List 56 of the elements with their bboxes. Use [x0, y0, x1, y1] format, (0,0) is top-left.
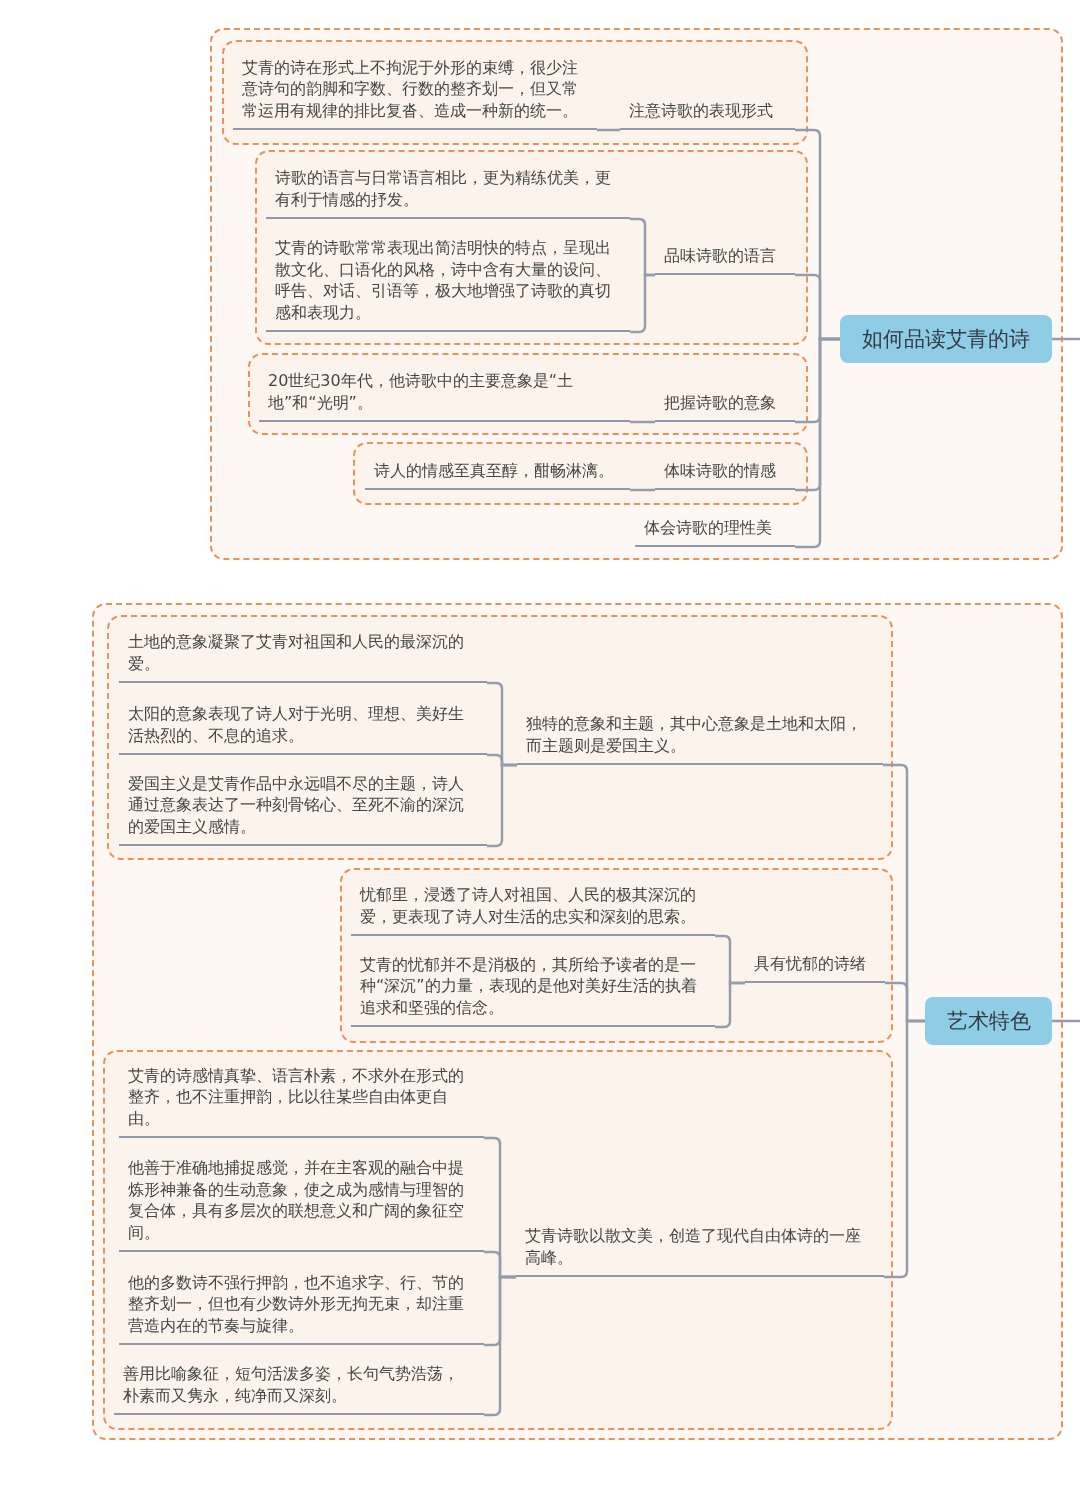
dashed-boundary [255, 150, 808, 345]
topic-text: 独特的意象和主题，其中心意象是土地和太阳，而主题则是爱国主义。 [526, 713, 863, 756]
connector-line [630, 420, 655, 424]
underlined-topic [119, 772, 487, 846]
underlined-topic [119, 1157, 484, 1252]
topic-text: 体味诗歌的情感 [664, 459, 777, 481]
dashed-boundary [103, 1050, 893, 1430]
dashed-boundary [210, 28, 1063, 560]
topic-text: 爱国主义是艾青作品中永远唱不尽的主题，诗人通过意象表达了一种刻骨铭心、至死不渝的深沉的爱国主义感情。 [128, 772, 465, 837]
topic-text: 品味诗歌的语言 [664, 244, 777, 266]
topic-text: 注意诗歌的表现形式 [629, 99, 774, 121]
underlined-topic [114, 1362, 484, 1415]
underlined-topic [516, 1224, 884, 1277]
dashed-boundary [107, 615, 893, 860]
underlined-topic [266, 237, 630, 332]
topic-text: 忧郁里，浸透了诗人对祖国、人民的极其深沉的爱，更表现了诗人对生活的忠实和深刻的思索。 [360, 884, 697, 927]
topic-text: 他的多数诗不强行押韵，也不追求字、行、节的整齐划一，但也有少数诗外形无拘无束，却注重营造内在的节奏与旋律。 [128, 1271, 465, 1336]
connector-line [715, 981, 745, 1029]
topic-text: 艾青的诗歌常常表现出简洁明快的特点，呈现出散文化、口语化的风格，诗中含有大量的设问、呼告、对话、引语等，极大地增强了诗歌的真切感和表现力。 [275, 237, 612, 323]
topic-text: 体会诗歌的理性美 [644, 516, 773, 538]
underlined-topic [517, 712, 883, 765]
connector-line [795, 337, 840, 549]
topic-text: 诗人的情感至真至醇，酣畅淋漓。 [374, 459, 615, 481]
central-topic-text: 如何品读艾青的诗 [862, 326, 1030, 353]
underlined-topic [119, 630, 487, 683]
topic-text: 艾青的诗感情真挚、语言朴素，不求外在形式的整齐，也不注重押韵，比以往某些自由体更自由。 [128, 1064, 465, 1129]
underlined-topic [351, 953, 715, 1027]
underlined-topic [119, 1064, 484, 1138]
topic-text: 20世纪30年代，他诗歌中的主要意象是“土地”和“光明”。 [268, 370, 574, 413]
connector-line [630, 488, 655, 492]
topic-text: 诗歌的语言与日常语言相比，更为精练优美，更有利于情感的抒发。 [275, 167, 612, 210]
topic-text: 土地的意象凝聚了艾青对祖国和人民的最深沉的爱。 [128, 631, 465, 674]
topic-text: 善用比喻象征，短句活泼多姿，长句气势浩荡，朴素而又隽永，纯净而又深刻。 [123, 1363, 460, 1406]
underlined-topic [119, 702, 487, 755]
topic-text: 艾青的忧郁并不是消极的，其所给予读者的是一种“深沉”的力量，表现的是他对美好生活的执着追求和坚强的信念。 [360, 953, 698, 1018]
connector-line [630, 273, 655, 334]
topic-text: 太阳的意象表现了诗人对于光明、理想、美好生活热烈的、不息的追求。 [128, 703, 465, 746]
dashed-boundary [340, 868, 893, 1043]
topic-text: 艾青的诗在形式上不拘泥于外形的束缚，很少注意诗句的韵脚和字数、行数的整齐划一，但又常常运用有规律的排比复沓、造成一种新的统一。 [242, 56, 579, 121]
dashed-boundary [92, 603, 1063, 1440]
topic-text: 把握诗歌的意象 [664, 391, 777, 413]
topic-text: 具有忧郁的诗绪 [754, 952, 867, 974]
central-topic [925, 997, 1052, 1045]
connector-line [597, 128, 620, 132]
connector-line [484, 1275, 516, 1417]
dashed-boundary [248, 353, 808, 435]
central-topic [840, 315, 1052, 363]
connector-line [1052, 1019, 1080, 1023]
dashed-boundary [222, 40, 808, 145]
connector-line [487, 763, 517, 848]
underlined-topic [259, 369, 630, 422]
connector-line [1052, 337, 1080, 341]
topic-text: 艾青诗歌以散文美，创造了现代自由体诗的一座高峰。 [525, 1225, 862, 1268]
topic-text: 他善于准确地捕捉感觉，并在主客观的融合中提炼形神兼备的生动意象，使之成为感情与理智的复合体，具有多层次的联想意义和广阔的象征空间。 [128, 1157, 465, 1243]
dashed-boundary [353, 442, 808, 505]
central-topic-text: 艺术特色 [946, 1008, 1031, 1035]
